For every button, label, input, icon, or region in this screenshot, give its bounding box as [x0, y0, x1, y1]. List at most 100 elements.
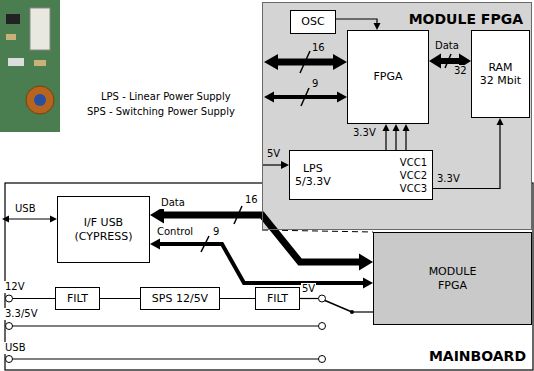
connector-line [439, 58, 462, 64]
bus-connector [150, 239, 373, 289]
arrow-head [363, 278, 373, 289]
arrow-head [281, 161, 289, 169]
block-label: RAM [488, 61, 512, 74]
filter-box: FILT [255, 287, 300, 310]
arrow-head [150, 207, 164, 224]
signal-label: 5V [266, 148, 281, 160]
signal-label: 9 [311, 78, 319, 90]
power-wire [13, 325, 319, 326]
bus-slash [201, 236, 209, 252]
oscillator-box: OSC [290, 10, 336, 34]
signal-label: 3.3/5V [4, 308, 38, 320]
arrow-head [359, 254, 373, 271]
block-label: 32 Mbit [480, 74, 521, 87]
signal-label: 16 [244, 194, 259, 206]
connector-line [433, 124, 500, 189]
arrow-head [403, 124, 410, 131]
block-label: I/F USB (CYPRESS) [75, 216, 133, 242]
rail-label: VCC3 [400, 182, 427, 195]
filter-box: FILT [55, 287, 100, 310]
signal-label: 3.3V [436, 173, 461, 185]
connector-line [158, 244, 365, 283]
signal-label: USB [14, 203, 37, 215]
terminal [6, 356, 13, 363]
power-wire [352, 311, 373, 312]
terminal [6, 323, 13, 330]
rail-label: VCC1 [400, 156, 427, 169]
signal-label: Data [160, 197, 186, 209]
arrow-head [429, 54, 441, 69]
toroid-coil [26, 86, 54, 114]
fpga-module-box: MODULE FPGA [373, 232, 532, 325]
power-wire [13, 358, 319, 359]
fpga-box: FPGA [347, 30, 429, 124]
switch-contact [319, 323, 326, 330]
connector-line [220, 298, 255, 299]
terminal [6, 295, 13, 302]
block-label: FPGA [373, 70, 402, 83]
block-label: FILT [267, 292, 288, 305]
power-wire [300, 298, 319, 299]
block-label: MODULE FPGA [429, 265, 477, 291]
signal-label: 3.3V [352, 127, 377, 139]
rail-label: VCC2 [400, 169, 427, 182]
block-label: FILT [67, 292, 88, 305]
signal-label: Data [434, 40, 460, 52]
switch-blade [325, 301, 352, 313]
ram-box: RAM32 Mbit [471, 30, 530, 118]
arrow-head [374, 23, 381, 30]
signal-connector [433, 118, 504, 189]
smd-part [34, 60, 46, 66]
switch-contact [319, 356, 326, 363]
usb-wire [8, 218, 52, 219]
arrow-head [2, 216, 9, 223]
bus-slash [445, 54, 451, 68]
arrow-head [393, 124, 400, 131]
toroid-core [34, 94, 46, 106]
smd-part [6, 34, 16, 40]
signal-label: USB [4, 342, 27, 354]
signal-label: 9 [212, 226, 220, 238]
block-label: LPS 5/3.3V [295, 162, 331, 188]
pcb-photo [0, 0, 60, 132]
arrow-head [497, 118, 504, 125]
arrow-head [264, 92, 274, 103]
signal-connector [100, 298, 140, 299]
signal-label: 5V [301, 283, 316, 295]
arrow-head [337, 92, 347, 103]
signal-connector [336, 19, 381, 30]
arrow-head [383, 124, 390, 131]
arrow-head [50, 216, 57, 223]
signal-label: 32 [453, 65, 468, 77]
switch-contact [319, 295, 326, 302]
power-wire [263, 164, 283, 165]
connector-line [100, 298, 140, 299]
bus-slash [300, 51, 310, 73]
arrow-head [150, 239, 160, 250]
block-label: OSC [301, 15, 324, 28]
chip-part [6, 14, 20, 24]
mainboard-panel: MAINBOARD I/F USB (CYPRESS) MODULE FPGA FIL… [5, 183, 534, 371]
abbreviation-note: LPS - Linear Power Supply [100, 91, 232, 103]
bus-slash [301, 88, 309, 106]
connector-part [30, 8, 50, 50]
signal-label: 16 [311, 42, 326, 54]
panel-title: MAINBOARD [429, 348, 526, 365]
usb-interface-box: I/F USB (CYPRESS) [57, 196, 150, 263]
bus-slash [234, 206, 242, 224]
module-panel-fill [262, 2, 532, 230]
connector-line [336, 19, 377, 24]
arrow-head [333, 54, 347, 70]
signal-connector [220, 298, 255, 299]
smd-part [8, 58, 24, 66]
module-panel: MODULE FPGA OSC FPGA RAM32 MbitLPS 5/3.3V VC… [262, 2, 532, 230]
switching-supply-box: SPS 12/5V [140, 287, 220, 310]
signal-label: Control [156, 226, 194, 238]
panel-title: MODULE FPGA [409, 11, 523, 28]
abbreviation-note: SPS - Switching Power Supply [86, 106, 236, 118]
block-label: SPS 12/5V [152, 292, 208, 305]
signal-label: 12V [4, 281, 26, 293]
arrow-head [264, 54, 278, 70]
power-wire [13, 298, 56, 299]
power-supply-box: LPS 5/3.3V VCC1VCC2VCC3 [289, 150, 433, 200]
